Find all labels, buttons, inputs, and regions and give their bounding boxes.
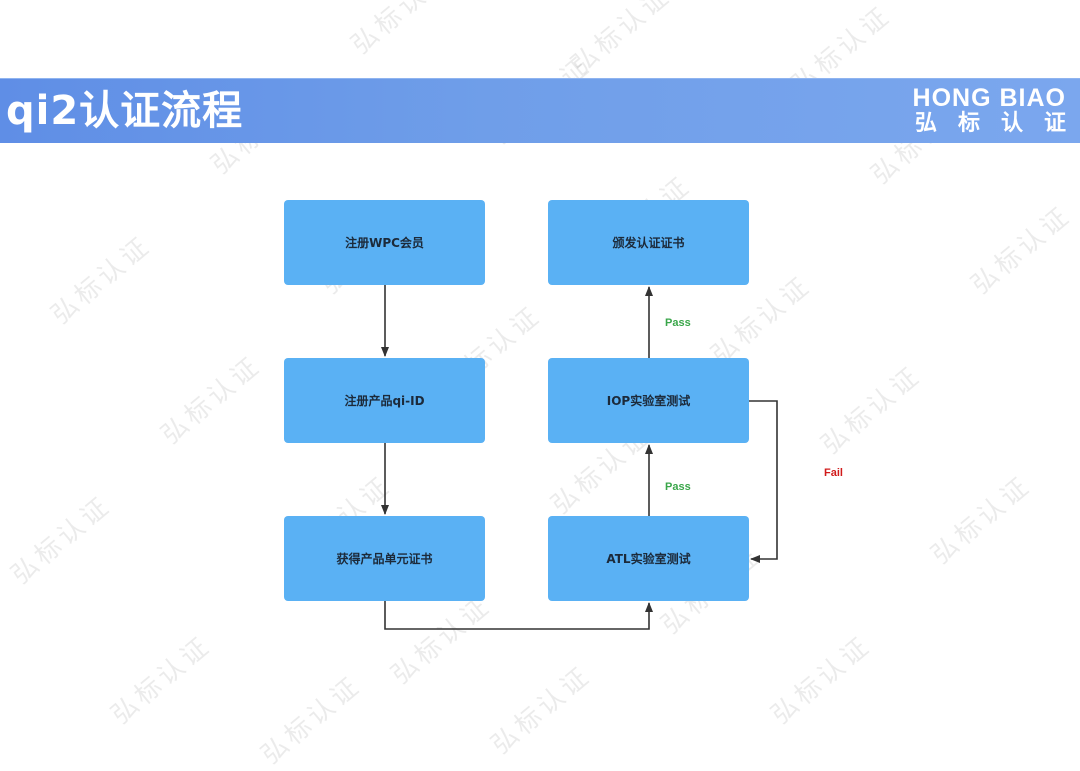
brand-logo-zh: 弘标认证 (914, 111, 1080, 136)
page-title: qi2认证流程 (6, 88, 244, 134)
edge-label-fail: Fail (824, 467, 843, 479)
edge-label-pass-iop-cert: Pass (665, 317, 691, 329)
node-iop-lab-test: IOP实验室测试 (548, 358, 749, 443)
edge-iop-fail-to-atl (749, 400, 778, 563)
brand-logo-en: HONG BIAO (912, 84, 1066, 112)
node-issue-certificate: 颁发认证证书 (548, 200, 749, 285)
node-register-qi-id: 注册产品qi-ID (284, 358, 485, 443)
node-atl-lab-test: ATL实验室测试 (548, 516, 749, 601)
edge-unit-to-atl (384, 601, 653, 630)
node-register-wpc: 注册WPC会员 (284, 200, 485, 285)
node-unit-certificate: 获得产品单元证书 (284, 516, 485, 601)
header-bar: qi2认证流程 HONG BIAO 弘标认证 (0, 78, 1080, 143)
edge-label-pass-atl-iop: Pass (665, 481, 691, 493)
